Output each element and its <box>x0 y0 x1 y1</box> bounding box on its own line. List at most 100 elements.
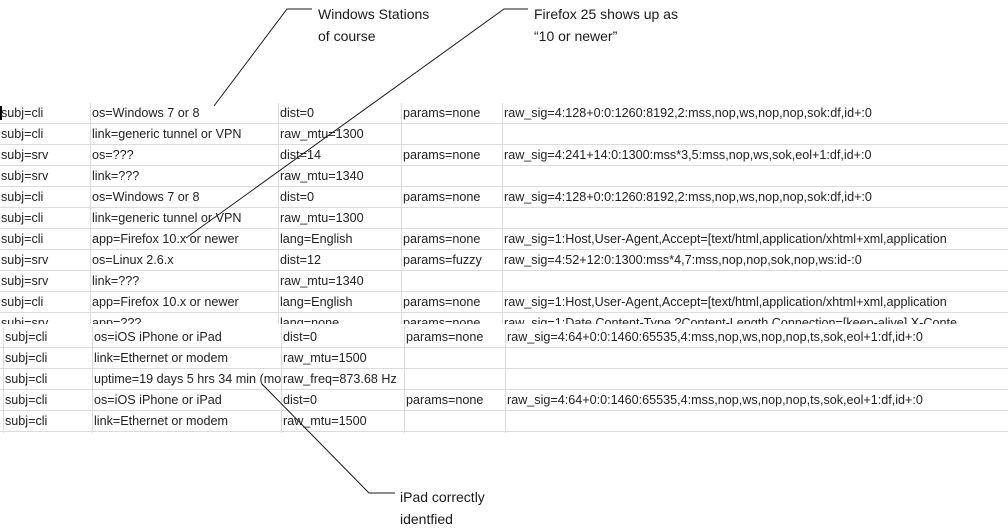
table-cell[interactable]: raw_mtu=1300 <box>278 124 401 144</box>
table-cell[interactable]: raw_freq=873.68 Hz <box>281 369 404 389</box>
table-cell[interactable]: os=Windows 7 or 8 <box>90 103 278 123</box>
table-cell[interactable]: subj=cli <box>3 327 92 347</box>
table-cell[interactable]: subj=cli <box>3 390 92 410</box>
table-cell[interactable]: params=none <box>404 432 505 433</box>
table-cell[interactable]: subj=cli <box>1 211 44 225</box>
table-cell[interactable]: params=none <box>401 145 502 165</box>
table-cell[interactable]: raw_mtu=1500 <box>281 411 404 431</box>
table-cell[interactable] <box>404 411 505 431</box>
table-cell[interactable]: subj=cli <box>3 369 92 389</box>
table-cell[interactable]: raw_sig=4:241+14:0:1300:mss*3,5:mss,nop,… <box>502 145 1008 165</box>
table-cell[interactable]: subj=srv <box>3 432 92 433</box>
table-cell[interactable]: params=none <box>404 327 505 347</box>
table-cell[interactable] <box>502 124 1008 144</box>
table-cell[interactable]: params=none <box>404 390 505 410</box>
table-cell[interactable]: raw_sig=4:52+12:0:1300:mss*4,7:mss,nop,n… <box>502 250 1008 270</box>
table-cell[interactable]: link=Ethernet or modem <box>92 411 281 431</box>
table-cell[interactable]: dist=10 <box>281 432 404 433</box>
table-cell[interactable] <box>401 124 502 144</box>
table-cell[interactable]: os=Windows 7 or 8 <box>90 187 278 207</box>
callout-windows-stations: Windows Stations of course <box>318 6 430 44</box>
table-cell[interactable]: lang=English <box>278 292 401 312</box>
table-cell[interactable] <box>502 208 1008 228</box>
table-cell[interactable]: raw_mtu=1340 <box>278 166 401 186</box>
table-cell[interactable] <box>404 369 505 389</box>
table-cell[interactable]: os=iOS iPhone or iPad <box>92 327 281 347</box>
table-cell[interactable]: os=Linux 2.6.x <box>90 250 278 270</box>
table-cell[interactable]: subj=srv <box>1 274 49 288</box>
windows-leader-line <box>213 8 312 107</box>
table-cell[interactable]: raw_sig=1:Host,User-Agent,Accept=[text/h… <box>502 292 1008 312</box>
table-cell[interactable] <box>505 348 1008 368</box>
table-cell[interactable]: link=??? <box>90 271 278 291</box>
table-cell[interactable]: params=none <box>401 229 502 249</box>
table-cell[interactable] <box>502 271 1008 291</box>
table-cell[interactable]: app=Firefox 10.x or newer <box>90 292 278 312</box>
table-cell[interactable]: dist=14 <box>278 145 401 165</box>
table-cell[interactable]: dist=0 <box>281 327 404 347</box>
table-cell[interactable]: dist=0 <box>278 103 401 123</box>
table-cell[interactable]: link=Ethernet or modem <box>92 348 281 368</box>
table-cell[interactable]: dist=12 <box>278 250 401 270</box>
table-cell[interactable]: params=none <box>401 187 502 207</box>
table-cell[interactable]: link=generic tunnel or VPN <box>90 124 278 144</box>
table-cell[interactable]: subj=cli <box>1 106 44 120</box>
table-cell[interactable]: raw_mtu=1340 <box>278 271 401 291</box>
table-cell[interactable]: dist=0 <box>278 187 401 207</box>
table-cell[interactable]: link=??? <box>90 166 278 186</box>
table-cell[interactable]: link=generic tunnel or VPN <box>90 208 278 228</box>
table-cell[interactable]: uptime=19 days 5 hrs 34 min (modulo 49 d… <box>92 369 281 389</box>
table-cell[interactable]: raw_sig=4:64+0:0:1460:65535,4:mss,nop,ws… <box>505 390 1008 410</box>
table-cell[interactable]: raw_sig=4:128+0:0:1260:8192,2:mss,nop,ws… <box>502 187 1008 207</box>
table-cell[interactable] <box>401 166 502 186</box>
table-cell[interactable]: subj=cli <box>1 232 44 246</box>
table-cell[interactable]: subj=cli <box>1 127 44 141</box>
table-cell[interactable]: subj=srv <box>1 316 49 324</box>
table-cell[interactable]: lang=none <box>278 313 401 324</box>
table-cell[interactable] <box>505 411 1008 431</box>
table-cell[interactable]: subj=cli <box>3 411 92 431</box>
table-cell[interactable]: os=??? <box>90 145 278 165</box>
table-cell[interactable]: raw_sig=1:Host,User-Agent,Accept=[text/h… <box>502 229 1008 249</box>
table-cell[interactable] <box>505 369 1008 389</box>
table-cell[interactable]: subj=cli <box>1 190 44 204</box>
table-cell[interactable]: subj=srv <box>1 253 49 267</box>
table-cell[interactable]: lang=English <box>278 229 401 249</box>
table-cell[interactable]: raw_mtu=1500 <box>281 348 404 368</box>
table-cell[interactable]: raw_sig=4:54+10:0:1460:mss*44,0:mss,nop,… <box>505 432 1008 433</box>
table-cell[interactable]: app=??? <box>90 313 278 324</box>
table-cell[interactable] <box>502 166 1008 186</box>
callout-firefox-version: Firefox 25 shows up as “10 or newer” <box>534 6 678 44</box>
table-cell[interactable]: params=none <box>401 103 502 123</box>
table-cell[interactable]: params=none <box>401 313 502 324</box>
table-cell[interactable]: raw_sig=4:64+0:0:1460:65535,4:mss,nop,ws… <box>505 327 1008 347</box>
table-cell[interactable] <box>401 271 502 291</box>
table-cell[interactable]: raw_sig=4:128+0:0:1260:8192,2:mss,nop,ws… <box>502 103 1008 123</box>
table-cell[interactable]: dist=0 <box>281 390 404 410</box>
table-cell[interactable] <box>401 208 502 228</box>
table-cell[interactable]: app=Firefox 10.x or newer <box>90 229 278 249</box>
table-cell[interactable]: subj=srv <box>1 148 49 162</box>
callout-ipad-identified: iPad correctly identfied <box>400 489 485 527</box>
table-cell[interactable]: subj=cli <box>1 295 44 309</box>
table-cell[interactable]: os=??? <box>92 432 281 433</box>
table-cell[interactable]: subj=srv <box>1 169 49 183</box>
table-cell[interactable]: raw_sig=1:Date,Content-Type,?Content-Len… <box>502 313 1008 324</box>
table-cell[interactable]: os=iOS iPhone or iPad <box>92 390 281 410</box>
table-cell[interactable]: params=none <box>401 292 502 312</box>
table-cell[interactable]: subj=cli <box>3 348 92 368</box>
table-cell[interactable] <box>404 348 505 368</box>
table-cell[interactable]: raw_mtu=1300 <box>278 208 401 228</box>
table-cell[interactable]: params=fuzzy <box>401 250 502 270</box>
